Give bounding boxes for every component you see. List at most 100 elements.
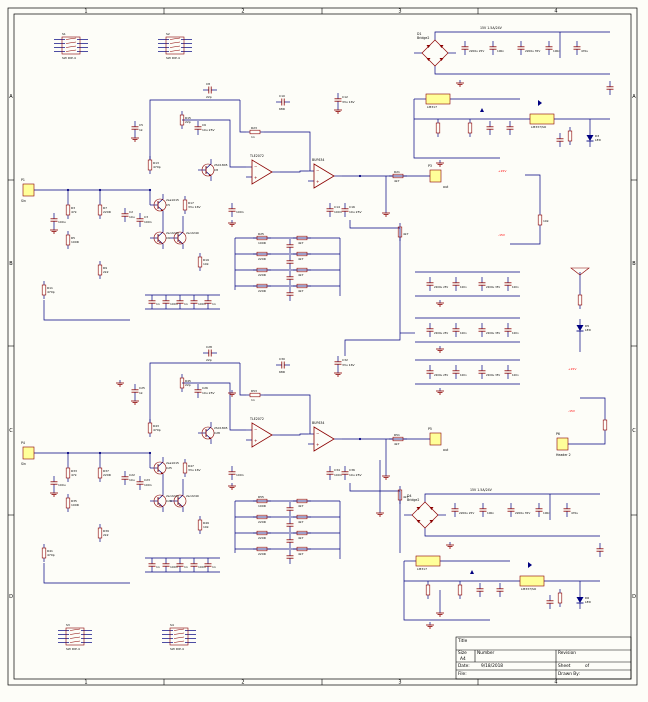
transistor-arrow [160, 471, 163, 474]
junction-dot [358, 174, 362, 178]
capacitor-value: 10u [129, 215, 135, 219]
bridge-value: Bridge2 [407, 498, 419, 502]
opamp-plus-sign: + [254, 175, 257, 180]
resistor-symbol [467, 122, 473, 134]
rail-negative [424, 528, 600, 537]
connector-designator: P5 [428, 427, 432, 431]
resistor-symbol [197, 256, 203, 268]
col-label-4-bottom: 4 [554, 680, 557, 686]
transistor-part-number: 2sc2240 [186, 231, 199, 235]
wire [510, 229, 541, 245]
net-label-positive: +15V [568, 367, 577, 371]
row-label-b-left: B [9, 261, 13, 267]
resistor-symbol [296, 251, 308, 257]
wire [580, 397, 606, 416]
resistor-symbol [182, 462, 188, 474]
transistor-emitter [177, 502, 184, 512]
connector-designator: P4 [21, 441, 25, 445]
transistor-collector [157, 490, 164, 500]
resistor-value: 33u 16V [188, 468, 201, 472]
resistor-value: 4k7 [298, 273, 304, 277]
resistor-symbol [65, 234, 71, 246]
led-symbol [576, 325, 584, 331]
dip-switch-designator: S1 [62, 32, 66, 36]
transistor-designator: C6 [166, 236, 170, 240]
resistor-symbol [435, 122, 441, 134]
dip-switch-body [65, 627, 85, 646]
resistor-value: 1n [251, 398, 255, 402]
date-label: Date: [458, 663, 470, 669]
opamp-part-number: BUF634 [312, 158, 324, 162]
capacitor-value: 100u [58, 220, 66, 224]
feedback-wire [149, 362, 240, 423]
capacitor-value: 100n [334, 210, 342, 214]
dip-switch-contact [65, 37, 77, 40]
capacitor-value: 100n [236, 473, 244, 477]
capacitor-designator: C23 [144, 478, 150, 482]
resistor-symbol [256, 498, 268, 504]
connector-value: Sin [21, 462, 26, 466]
capacitor-value: 100n [460, 331, 467, 335]
capacitor-value: 10u [129, 478, 135, 482]
transistor-designator: C25 [166, 466, 172, 470]
capacitor-designator: C3 [144, 215, 148, 219]
diode-symbol [439, 58, 444, 61]
wire-layer [34, 31, 611, 643]
resistor-value: 220R [258, 257, 266, 261]
transistor-emitter [157, 239, 164, 249]
led-value: LED [595, 138, 602, 142]
resistor-symbol [256, 546, 268, 552]
wire [264, 394, 311, 434]
transistor-part-number: 2sc2240 [166, 231, 179, 235]
transistor-body [201, 163, 215, 177]
capacitor-value: 1n [184, 565, 188, 569]
transistor-part-number: 2SC1845 [214, 426, 228, 430]
capacitor-designator: C12 [342, 95, 348, 99]
resistor-value: 100R [71, 503, 79, 507]
resistor-symbol [557, 592, 563, 604]
capacitor-value: 22p [206, 358, 212, 362]
col-label-1-top: 1 [84, 9, 87, 15]
opamp-plus-sign: + [316, 179, 319, 184]
dip-switch-value: SW DIP-4 [66, 647, 80, 651]
capacitor-value: 1k [139, 391, 143, 395]
resistor-value: 2k2 [103, 270, 109, 274]
resistor-designator: R41 [47, 549, 53, 553]
capacitor-value: 1k [139, 128, 143, 132]
resistor-symbol [392, 436, 404, 442]
resistor-designator: R21 [394, 170, 400, 174]
title-block: Title Size A4 Number Revision Date: 9/18… [455, 636, 632, 680]
capacitor-value: 100n [512, 331, 519, 335]
capacitor-value: 100n [512, 285, 519, 289]
capacitor-value: 100n [512, 373, 519, 377]
capacitor-designator: C8 [206, 82, 210, 86]
resistor-designator: R43 [153, 424, 159, 428]
resistor-designator: R11 [47, 286, 53, 290]
resistor-value: 4k7 [403, 232, 409, 236]
capacitor-designator: C22 [129, 473, 135, 477]
capacitor-value: 2200u 35V [525, 49, 540, 53]
transistor-emitter [157, 502, 164, 512]
transistor-collector [157, 194, 164, 204]
resistor-value: 1n [251, 135, 255, 139]
resistor-value: 100R [71, 240, 79, 244]
resistor-designator: R49 [203, 521, 209, 525]
capacitor-value: 1n [212, 302, 216, 306]
resistor-symbol [147, 422, 153, 434]
resistor-designator: R55 [258, 495, 264, 499]
buffer-buf634 [313, 426, 335, 452]
resistor-symbol [296, 546, 308, 552]
dip-switch-contact [173, 632, 185, 635]
col-label-2-top: 2 [241, 9, 244, 15]
capacitor-value: 10u 25V [202, 391, 215, 395]
transistor-part-number: 2sc2240 [166, 494, 179, 498]
col-label-2-bottom: 2 [241, 680, 244, 686]
connector-port [429, 432, 442, 446]
dip-switch-contact [69, 636, 81, 639]
resistor-symbol [256, 514, 268, 520]
resistor-symbol [65, 497, 71, 509]
resistor-value: 4k7 [298, 536, 304, 540]
